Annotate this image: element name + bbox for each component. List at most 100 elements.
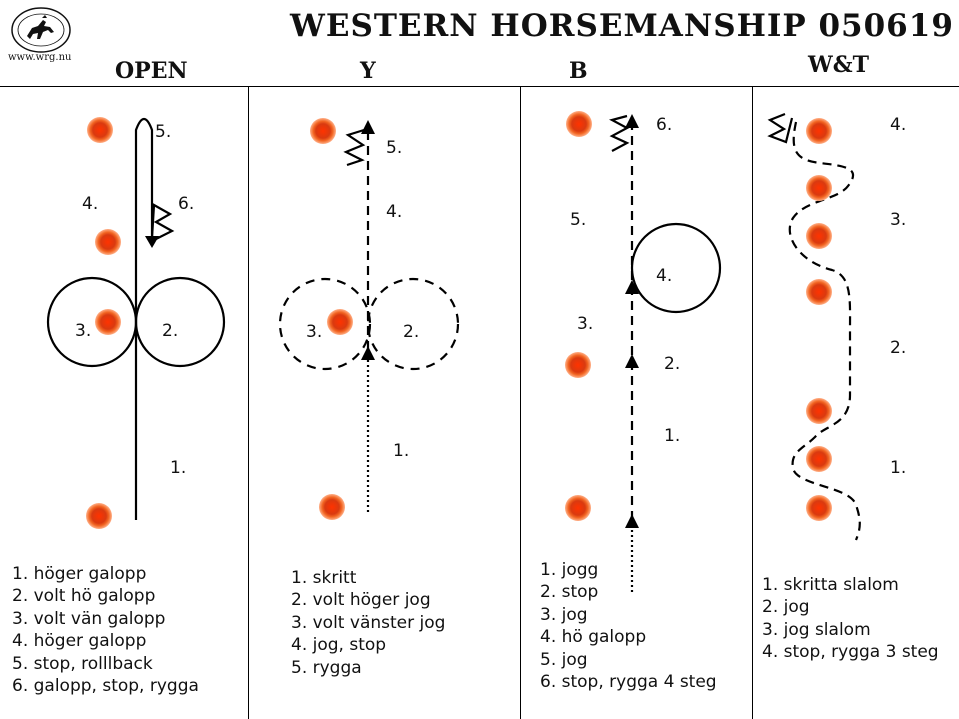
open-pattern <box>46 117 226 520</box>
open-track-main <box>134 117 154 520</box>
y-arrow-head-1 <box>361 346 375 360</box>
list-item: 6. galopp, stop, rygga <box>12 676 199 697</box>
column-divider-2 <box>520 86 521 719</box>
y-arrow-head-2 <box>361 120 375 134</box>
list-item: 1. skritt <box>291 568 357 588</box>
y-label-2: 2. <box>403 322 419 342</box>
b-label-4: 4. <box>656 266 672 286</box>
y-label-5: 5. <box>386 138 402 158</box>
cone <box>87 117 113 143</box>
column-divider-1 <box>248 86 249 719</box>
column-divider-3 <box>752 86 753 719</box>
b-arrow-head-2 <box>625 354 639 368</box>
wt-label-4: 4. <box>890 115 906 135</box>
cone <box>95 229 121 255</box>
list-item: 5. stop, rolllback <box>12 653 153 674</box>
open-circle-right <box>134 276 226 368</box>
b-label-2: 2. <box>664 354 680 374</box>
wt-label-1: 1. <box>890 458 906 478</box>
y-cones <box>310 118 353 520</box>
wt-cones <box>806 118 832 521</box>
open-steps-list: 1. höger galopp 2. volt hö galopp 3. vol… <box>12 563 199 697</box>
b-label-1: 1. <box>664 426 680 446</box>
y-circle-left <box>278 277 372 371</box>
open-cones <box>86 117 121 529</box>
y-label-1: 1. <box>393 441 409 461</box>
club-logo <box>11 7 71 53</box>
wt-label-2: 2. <box>890 338 906 358</box>
open-label-3: 3. <box>75 321 91 341</box>
b-label-3: 3. <box>577 314 593 334</box>
cone <box>806 279 832 305</box>
heading-wt: W&T <box>808 52 869 78</box>
cone <box>86 503 112 529</box>
list-item: 2. volt hö galopp <box>12 586 156 607</box>
cone <box>319 494 345 520</box>
b-steps-list: 1. jogg 2. stop 3. jog 4. hö galopp 5. j… <box>540 559 717 693</box>
y-steps-list: 1. skritt 2. volt höger jog 3. volt väns… <box>291 567 445 679</box>
cone <box>806 398 832 424</box>
y-zigzag <box>343 128 366 167</box>
cone <box>310 118 336 144</box>
open-circle-left <box>46 276 138 368</box>
b-zigzag <box>609 114 630 152</box>
list-item: 4. stop, rygga 3 steg <box>762 642 939 663</box>
list-item: 2. stop <box>540 582 599 603</box>
list-item: 4. höger galopp <box>12 631 147 652</box>
page-title: WESTERN HORSEMANSHIP 050619 <box>290 8 954 44</box>
list-item: 4. jog, stop <box>291 635 387 656</box>
cone <box>806 223 832 249</box>
website-url[interactable]: www.wrg.nu <box>8 52 72 63</box>
list-item: 2. jog <box>762 597 810 618</box>
heading-y: Y <box>360 58 376 84</box>
list-item: 5. rygga <box>291 657 362 678</box>
wt-steps-list: 1. skritta slalom 2. jog 3. jog slalom 4… <box>762 574 939 664</box>
open-arrow-head <box>145 236 159 248</box>
b-label-5: 5. <box>570 210 586 230</box>
header-divider <box>0 86 959 87</box>
list-item: 1. jogg <box>540 560 599 580</box>
list-item: 2. volt höger jog <box>291 590 431 611</box>
list-item: 6. stop, rygga 4 steg <box>540 672 717 693</box>
cone <box>327 309 353 335</box>
b-cones <box>565 111 592 521</box>
open-label-2: 2. <box>162 321 178 341</box>
cone <box>565 495 591 521</box>
open-label-5: 5. <box>155 122 171 142</box>
b-label-6: 6. <box>656 115 672 135</box>
list-item: 1. höger galopp <box>12 564 147 584</box>
b-lope-circle <box>630 222 722 314</box>
cone <box>806 446 832 472</box>
b-arrow-head-1 <box>625 514 639 528</box>
b-arrow-head-4 <box>625 114 639 128</box>
list-item: 3. volt vänster jog <box>291 612 446 633</box>
y-pattern <box>278 128 460 512</box>
list-item: 3. jog slalom <box>762 619 871 640</box>
list-item: 3. jog <box>540 604 588 625</box>
list-item: 1. skritta slalom <box>762 575 899 595</box>
cone <box>565 352 591 378</box>
open-label-1: 1. <box>170 458 186 478</box>
cone <box>95 309 121 335</box>
list-item: 4. hö galopp <box>540 627 647 648</box>
wt-slalom-path <box>788 121 861 541</box>
heading-b: B <box>569 58 588 84</box>
cone <box>806 118 832 144</box>
list-item: 3. volt vän galopp <box>12 608 166 629</box>
list-item: 5. jog <box>540 649 588 670</box>
open-label-4: 4. <box>82 194 98 214</box>
y-label-3: 3. <box>306 322 322 342</box>
open-label-6: 6. <box>178 194 194 214</box>
cone <box>806 175 832 201</box>
wt-label-3: 3. <box>890 210 906 230</box>
y-label-4: 4. <box>386 202 402 222</box>
cone <box>806 495 832 521</box>
b-pattern <box>609 114 722 592</box>
heading-open: OPEN <box>115 58 188 84</box>
b-arrow-head-3 <box>625 280 639 294</box>
open-zigzag <box>150 203 175 240</box>
wt-zigzag <box>767 112 794 144</box>
cone <box>566 111 592 137</box>
wt-pattern <box>767 112 861 541</box>
y-circle-right <box>366 277 460 371</box>
